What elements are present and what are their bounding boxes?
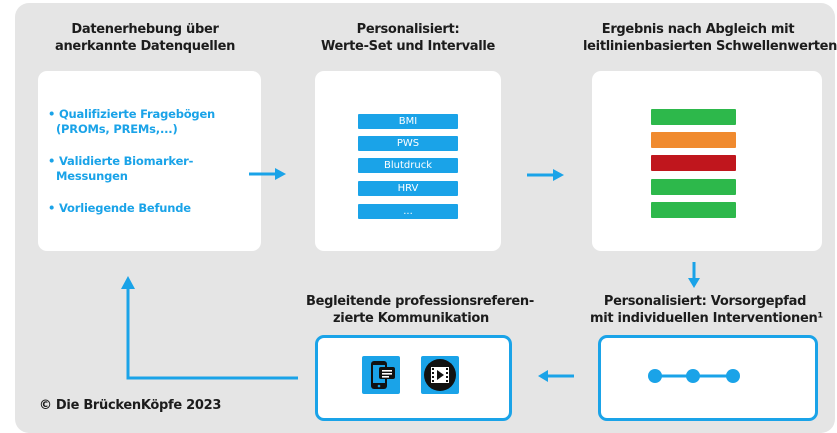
heading-line: Personalisiert: Vorsorgepfad (603, 294, 807, 309)
result-bar (651, 202, 736, 218)
heading-line: Personalisiert: (356, 22, 460, 37)
heading-care-path: Personalisiert: Vorsorgepfad mit individ… (590, 293, 823, 327)
heading-communication: Begleitende professionsreferen- zierte K… (306, 293, 534, 327)
value-pill: ... (358, 204, 458, 219)
list-item: • Validierte Biomarker- Messungen (48, 154, 238, 184)
heading-line: Datenerhebung über (71, 22, 219, 37)
value-pill: PWS (358, 136, 458, 151)
result-bar (651, 132, 736, 148)
list-item-line: • Vorliegende Befunde (48, 201, 191, 215)
smartphone-message-icon (362, 356, 400, 394)
data-source-list: • Qualifizierte Fragebögen (PROMs, PREMs… (48, 107, 238, 233)
heading-line: Begleitende professionsreferen- (306, 294, 534, 309)
value-pill: Blutdruck (358, 158, 458, 173)
result-bar (651, 179, 736, 195)
list-item-line: • Validierte Biomarker- (48, 154, 194, 168)
heading-line: mit individuellen Interventionen¹ (590, 311, 823, 326)
arrow-left-icon (538, 370, 574, 382)
result-bar (651, 109, 736, 125)
card-care-path (598, 335, 818, 421)
result-bar (651, 155, 736, 171)
value-pill: BMI (358, 114, 458, 129)
heading-line: anerkannte Datenquellen (55, 39, 236, 54)
video-play-icon (421, 356, 459, 394)
feedback-arrow-icon (121, 276, 298, 380)
copyright-text: © Die BrückenKöpfe 2023 (39, 398, 222, 413)
arrow-right-icon (249, 168, 286, 180)
care-path-nodes-icon (648, 369, 740, 383)
arrow-down-icon (688, 262, 700, 288)
list-item-line: • Qualifizierte Fragebögen (48, 107, 216, 121)
heading-personalized-values: Personalisiert: Werte-Set und Intervalle (318, 21, 498, 55)
heading-line: leitlinienbasierten Schwellenwerten (583, 39, 837, 54)
card-communication (315, 335, 512, 421)
heading-line: Ergebnis nach Abgleich mit (601, 22, 795, 37)
heading-data-collection: Datenerhebung über anerkannte Datenquell… (55, 21, 235, 55)
diagram-stage: Datenerhebung über anerkannte Datenquell… (15, 3, 837, 433)
card-data-sources (38, 71, 261, 251)
heading-result: Ergebnis nach Abgleich mit leitlinienbas… (583, 21, 837, 55)
list-item-line: Messungen (56, 169, 128, 183)
list-item: • Vorliegende Befunde (48, 201, 238, 216)
value-pill: HRV (358, 181, 458, 196)
list-item: • Qualifizierte Fragebögen (PROMs, PREMs… (48, 107, 238, 137)
heading-line: Werte-Set und Intervalle (320, 39, 496, 54)
list-item-line: (PROMs, PREMs,...) (56, 122, 178, 136)
arrow-right-icon (527, 169, 564, 181)
heading-line: zierte Kommunikation (333, 311, 489, 326)
